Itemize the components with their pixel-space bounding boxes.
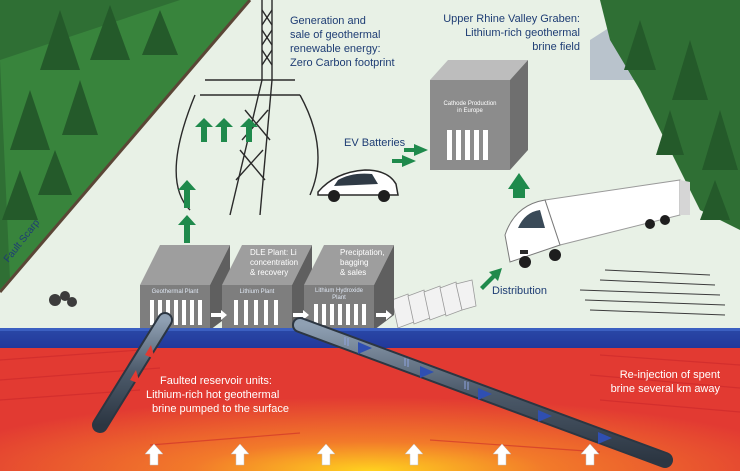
- heat-arrows: [144, 443, 600, 466]
- lithium-hydroxide-plant-label: Lithium Hydroxide Plant: [306, 288, 372, 302]
- ev-car: [317, 169, 399, 202]
- precipitation-label: Preciptation, bagging & sales: [340, 248, 384, 278]
- reinjection-line-1: Re-injection of spent: [619, 369, 720, 381]
- reservoir-line-2: Lithium-rich hot geothermal: [146, 389, 280, 401]
- reinjection-label: Re-injection of spent brine several km a…: [560, 368, 720, 396]
- precipitation-line-2: bagging: [340, 258, 369, 267]
- dle-line-1: DLE Plant: Li: [250, 248, 297, 257]
- green-arrows-energy: [178, 118, 258, 243]
- generation-line-2: sale of geothermal: [290, 29, 381, 41]
- production-pipe: [92, 312, 173, 433]
- arrow-to-cathode: [508, 173, 530, 198]
- dle-line-2: concentration: [250, 258, 299, 267]
- ground-strip: [0, 330, 740, 348]
- dle-label: DLE Plant: Li concentration & recovery: [250, 248, 298, 278]
- reservoir-label: Faulted reservoir units: Lithium-rich ho…: [146, 374, 289, 416]
- vineyard: [579, 269, 726, 316]
- generation-line-1: Generation and: [290, 15, 366, 27]
- hydroxide-line-1: Lithium Hydroxide: [314, 288, 364, 294]
- graben-line-2: Lithium-rich geothermal: [465, 27, 580, 39]
- bags: [391, 279, 477, 329]
- injection-pipe: [292, 317, 673, 468]
- reservoir-line-3: brine pumped to the surface: [152, 403, 289, 415]
- cathode-building: [430, 60, 528, 170]
- generation-label: Generation and sale of geothermal renewa…: [290, 14, 395, 70]
- ground-edge: [0, 328, 740, 331]
- cathode-line-2: in Europe: [457, 108, 483, 114]
- process-arrows: [211, 310, 392, 320]
- lithium-plant-label: Lithium Plant: [239, 289, 275, 295]
- fault-scarp-line: [0, 0, 252, 293]
- forest-left-trees: [2, 5, 178, 220]
- cathode-line-1: Cathode Production: [443, 101, 497, 107]
- power-pylon: [175, 0, 319, 216]
- precipitation-line-3: & sales: [340, 268, 367, 277]
- bush-left: [49, 291, 77, 307]
- forest-right-trees: [624, 20, 738, 220]
- precipitation-line-1: Preciptation,: [340, 248, 385, 257]
- truck: [504, 179, 690, 268]
- cathode-label: Cathode Production in Europe: [432, 101, 508, 115]
- dle-line-3: & recovery: [250, 268, 289, 277]
- generation-line-4: Zero Carbon footprint: [290, 57, 395, 69]
- arrow-to-truck: [480, 268, 502, 290]
- arrow-to-ev: [392, 144, 428, 167]
- ev-batteries-label: EV Batteries: [344, 137, 406, 149]
- graben-line-1: Upper Rhine Valley Graben:: [443, 13, 580, 25]
- distribution-label: Distribution: [492, 285, 548, 297]
- graben-label: Upper Rhine Valley Graben: Lithium-rich …: [430, 12, 580, 54]
- reservoir-line-1: Faulted reservoir units:: [160, 375, 272, 387]
- geothermal-plant-label: Geothermal Plant: [151, 289, 199, 295]
- hydroxide-line-2: Plant: [332, 295, 346, 301]
- graben-line-3: brine field: [532, 41, 580, 53]
- generation-line-3: renewable energy:: [290, 43, 381, 55]
- reinjection-line-2: brine several km away: [610, 383, 720, 395]
